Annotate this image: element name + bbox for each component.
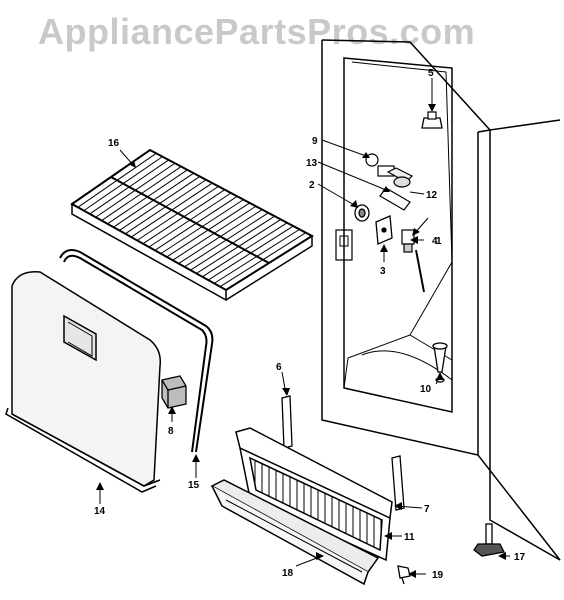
callout-2: 2 [309, 180, 315, 191]
callout-18: 18 [282, 568, 294, 579]
part-18-kick-plate [210, 479, 380, 586]
part-1-4-switch [401, 229, 425, 293]
part-19-clip [397, 565, 411, 585]
callout-6: 6 [276, 362, 282, 373]
callout-5: 5 [428, 68, 434, 79]
callout-16: 16 [108, 138, 120, 149]
part-15-door-gasket [59, 249, 214, 453]
callout-9: 9 [312, 136, 318, 147]
callout-8: 8 [168, 426, 174, 437]
leader-arrowheads [96, 104, 506, 578]
part-16-wire-shelf [70, 148, 314, 302]
part-3-plate [375, 215, 393, 245]
callout-17: 17 [514, 552, 526, 563]
callout-7: 7 [424, 504, 430, 515]
shelf-wires [77, 152, 307, 288]
callout-11: 11 [404, 532, 415, 543]
callout-3: 3 [380, 266, 386, 277]
callout-13: 13 [306, 158, 318, 169]
part-8-block [161, 375, 187, 409]
callout-4: 4 [432, 236, 438, 247]
part-5-light-socket [421, 111, 443, 129]
callout-labels: 1 2 3 4 5 6 7 8 9 10 11 12 13 14 15 16 1… [94, 68, 526, 581]
part-2-knob [354, 204, 370, 222]
callout-1: 1 [436, 236, 442, 247]
callout-14: 14 [94, 506, 106, 517]
watermark-text: AppliancePartsPros.com [38, 11, 476, 52]
part-9-12-13-thermostat [365, 153, 414, 211]
callout-15: 15 [188, 480, 200, 491]
cabinet [321, 39, 561, 561]
callout-12: 12 [426, 190, 438, 201]
part-7-strip [391, 455, 405, 511]
part-17-leveling-leg [473, 523, 505, 557]
callout-19: 19 [432, 570, 444, 581]
part-6-strip [281, 395, 293, 449]
part-14-door [5, 271, 162, 493]
callout-10: 10 [420, 384, 432, 395]
